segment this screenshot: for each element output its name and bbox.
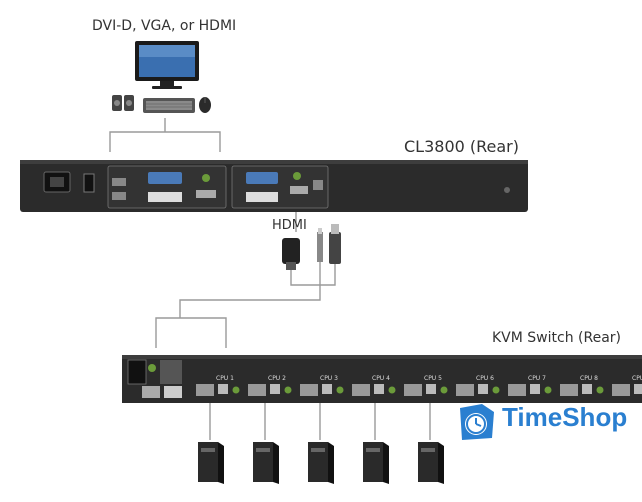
computer-tower-icon <box>418 442 444 484</box>
kvm-port-label: CPU 1 <box>216 375 234 382</box>
hdmi-label: HDMI <box>272 218 307 233</box>
kvm-port-label: CPU 4 <box>372 375 390 382</box>
kvm-cpu-port: CPU 3 <box>300 375 344 396</box>
kvm-cpu-port: CPU 9 <box>612 375 642 396</box>
usb-plug-icon <box>329 224 341 264</box>
kvm-cpu-port: CPU 5 <box>404 375 448 396</box>
computers-group <box>198 403 444 484</box>
kvm-port-label: CPU 6 <box>476 375 494 382</box>
monitor-icon <box>135 41 199 89</box>
keyboard-icon <box>143 98 195 113</box>
mouse-icon <box>199 97 211 113</box>
hdmi-connector-icon <box>282 238 300 270</box>
audio-jack-icon <box>317 228 323 262</box>
kvm-port-label: CPU 5 <box>424 375 442 382</box>
cl3800-label: CL3800 (Rear) <box>404 137 519 156</box>
kvm-cpu-port: CPU 6 <box>456 375 500 396</box>
kvm-cpu-port: CPU 1 <box>196 375 240 396</box>
computer-tower-icon <box>308 442 334 484</box>
kvm-cpu-port: CPU 8 <box>560 375 604 396</box>
kvm-cpu-port: CPU 4 <box>352 375 396 396</box>
computer-tower-icon <box>198 442 224 484</box>
cl3800-rear-panel <box>20 160 528 212</box>
kvm-port-label: CPU 8 <box>580 375 598 382</box>
kvm-port-label: CPU 3 <box>320 375 338 382</box>
kvm-switch-label: KVM Switch (Rear) <box>492 330 621 346</box>
kvm-cpu-port: CPU 2 <box>248 375 292 396</box>
computer-tower-icon <box>363 442 389 484</box>
kvm-port-label: CPU 2 <box>268 375 286 382</box>
computer-tower-icon <box>253 442 279 484</box>
kvm-port-group: CPU 1 CPU 2 CPU 3 CPU 4 CPU 5 CPU 6 CPU 7 CPU 8… <box>196 375 642 396</box>
timeshop-brand: TimeShop <box>502 402 628 432</box>
kvm-cpu-port: CPU 7 <box>508 375 552 396</box>
display-types-label: DVI-D, VGA, or HDMI <box>92 18 237 34</box>
timeshop-logo: TimeShop <box>452 396 632 442</box>
clock-bag-icon <box>460 404 494 440</box>
speakers-icon <box>112 95 134 111</box>
kvm-port-label: CPU 9 <box>632 375 642 382</box>
kvm-port-label: CPU 7 <box>528 375 546 382</box>
